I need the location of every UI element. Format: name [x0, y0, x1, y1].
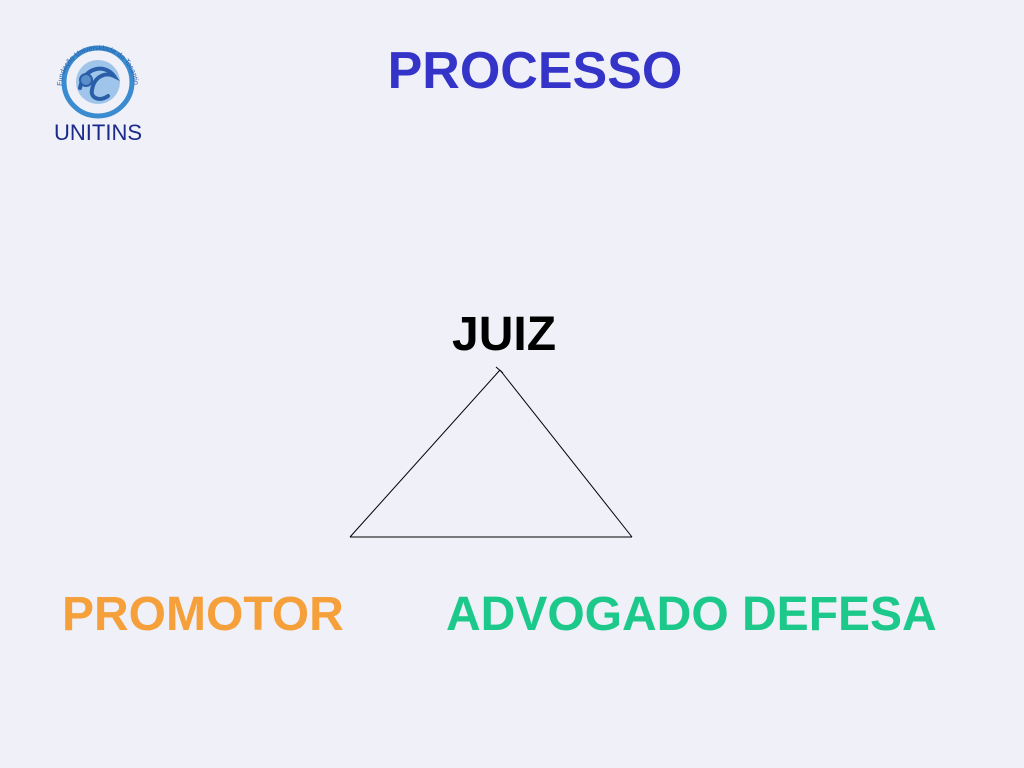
unitins-logo: Fundação Universidade do Tocantins UNITI…: [44, 36, 142, 145]
edge-juiz-promotor: [349, 369, 501, 538]
logo-orb: [79, 73, 93, 87]
node-promotor: PROMOTOR: [62, 588, 344, 641]
node-advogado-defesa: ADVOGADO DEFESA: [446, 588, 937, 641]
node-juiz: JUIZ: [452, 308, 557, 361]
apex-tick: [495, 366, 504, 374]
logo-ring: [61, 45, 135, 119]
logo-swirl: [78, 66, 120, 101]
edge-juiz-advogado: [499, 369, 633, 538]
logo-wordmark: UNITINS: [54, 120, 142, 145]
slide-title: PROCESSO: [387, 42, 683, 100]
